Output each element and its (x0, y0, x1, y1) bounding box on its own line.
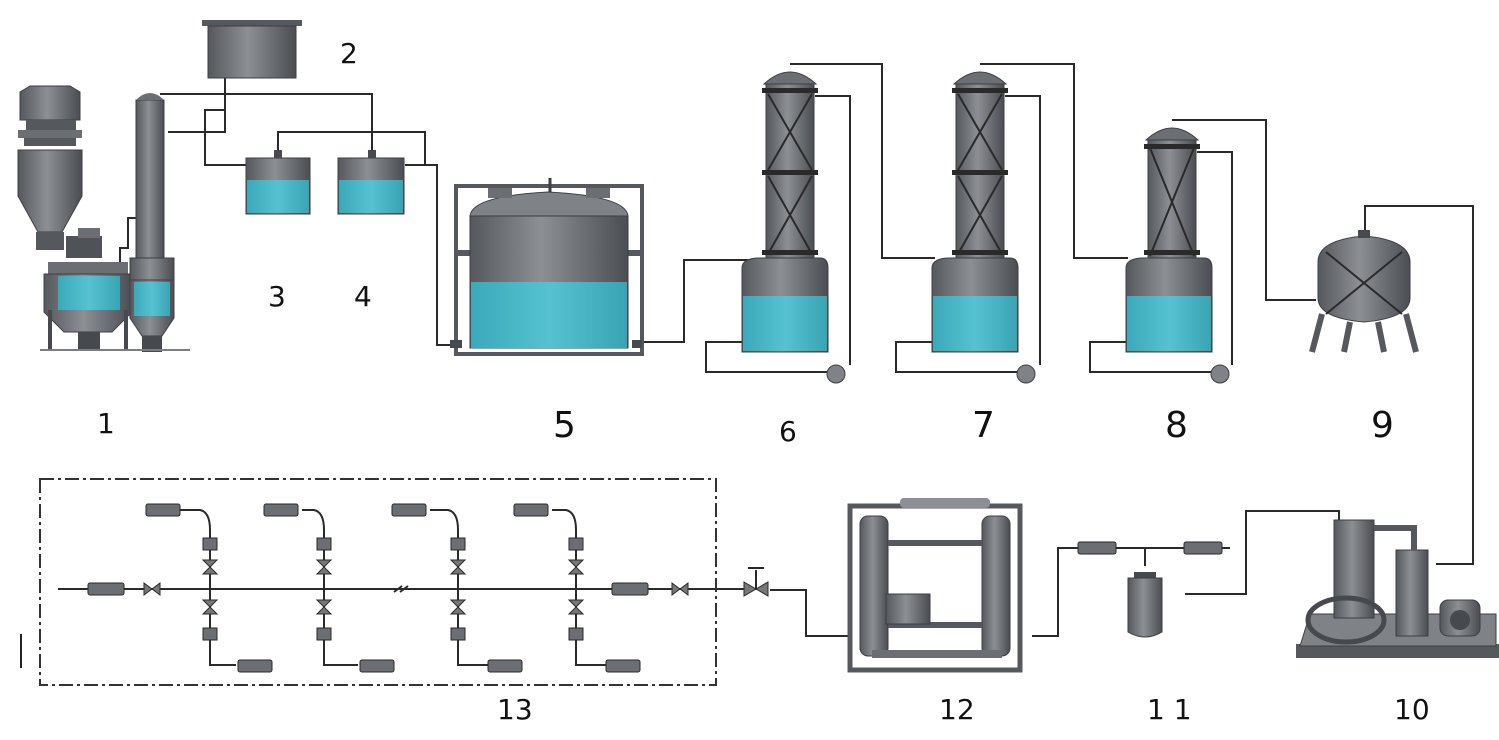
pump-icon (1210, 364, 1230, 384)
label-5: 5 (553, 405, 576, 446)
unit-9-packed-vessel (1309, 230, 1419, 353)
label-10: 10 (1394, 693, 1430, 726)
label-6: 6 (779, 415, 797, 448)
pressure-regulator-icon (748, 567, 764, 589)
text-cursor (20, 634, 22, 668)
label-8: 8 (1165, 405, 1188, 446)
unit-10-pump-skid (1296, 519, 1499, 658)
label-9: 9 (1371, 405, 1394, 446)
unit-8-column (1125, 127, 1230, 384)
label-4: 4 (354, 280, 372, 313)
check-valve-icon (671, 582, 689, 596)
flow-meter-icon (1183, 541, 1223, 555)
unit-3-tank (245, 150, 311, 215)
pipes-top (119, 63, 1474, 565)
unit-5-storage-tank (450, 178, 644, 356)
unit-6-column (741, 71, 846, 384)
unit-7-column (931, 71, 1036, 384)
check-valve-icon (143, 582, 161, 596)
unit-1-reactor-column (17, 85, 190, 352)
label-3: 3 (268, 280, 286, 313)
label-2: 2 (340, 37, 358, 70)
pump-icon (1016, 364, 1036, 384)
unit-12-adsorption-dryer (847, 498, 1023, 673)
label-12: 12 (939, 693, 975, 726)
unit-4-tank (337, 150, 405, 215)
label-7: 7 (972, 405, 995, 446)
label-11: 1 1 (1147, 693, 1192, 726)
label-13: 13 (497, 693, 533, 726)
pump-icon (826, 364, 846, 384)
unit-11-filter (1077, 541, 1223, 638)
unit-2-head-tank (202, 20, 302, 79)
label-1: 1 (97, 407, 115, 440)
unit-13-distribution-manifold (39, 478, 769, 686)
flow-meter-icon (611, 582, 649, 596)
flow-meter-icon (1077, 541, 1117, 555)
flow-meter-icon (87, 582, 125, 596)
